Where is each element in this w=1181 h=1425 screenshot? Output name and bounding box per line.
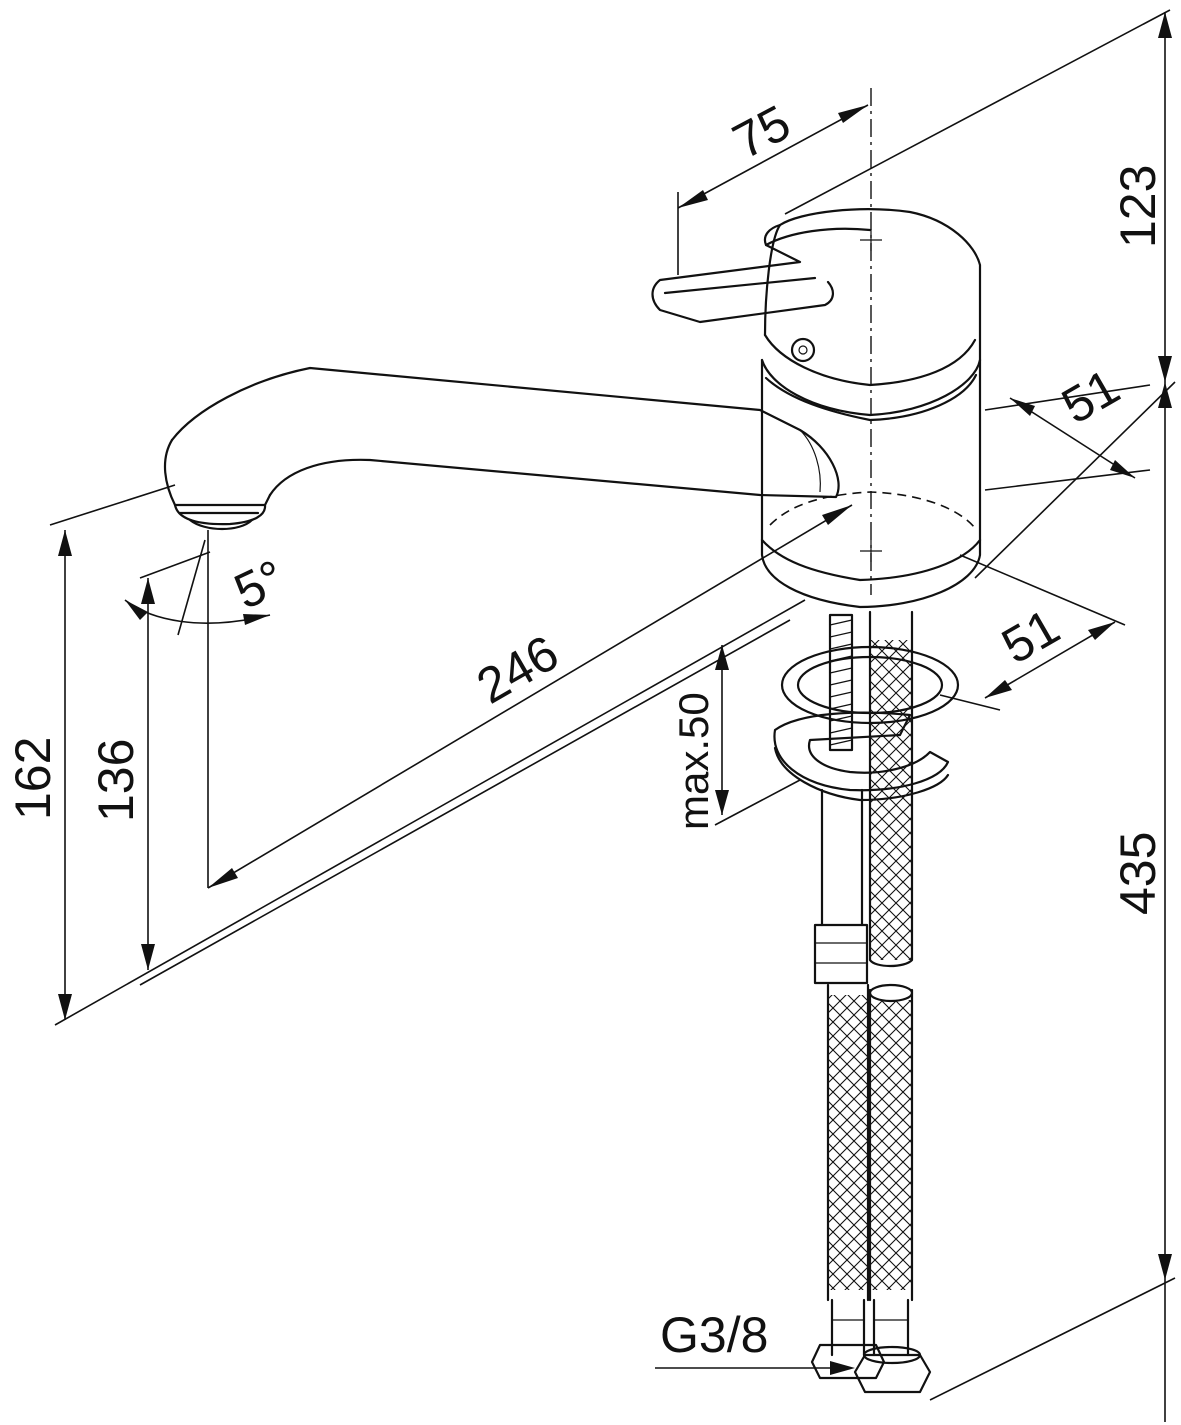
faucet-illustration — [163, 208, 982, 1394]
supply-hoses — [810, 610, 932, 1394]
dim-total-below: 435 — [1110, 832, 1166, 915]
mounting-hardware — [773, 613, 960, 802]
dimension-lines — [49, 9, 1176, 1422]
dim-deck-thickness: max.50 — [670, 692, 717, 830]
dim-outlet-height: 162 — [5, 737, 61, 820]
dim-spout-angle: 5° — [226, 549, 293, 620]
dimension-labels: 75 123 51 51 246 5° 162 136 max.50 435 G… — [5, 94, 1166, 1363]
spout — [163, 366, 840, 530]
lever-handle — [651, 208, 982, 387]
dim-outlet-height-low: 136 — [88, 739, 144, 822]
dim-body-width-lower: 51 — [993, 598, 1069, 674]
dim-thread: G3/8 — [660, 1307, 768, 1363]
dim-height-above-deck: 123 — [1110, 165, 1166, 248]
mixer-body — [760, 358, 982, 609]
dim-handle-offset: 75 — [724, 94, 799, 170]
dim-spout-reach: 246 — [468, 624, 568, 714]
dim-body-width-upper: 51 — [1053, 358, 1129, 434]
